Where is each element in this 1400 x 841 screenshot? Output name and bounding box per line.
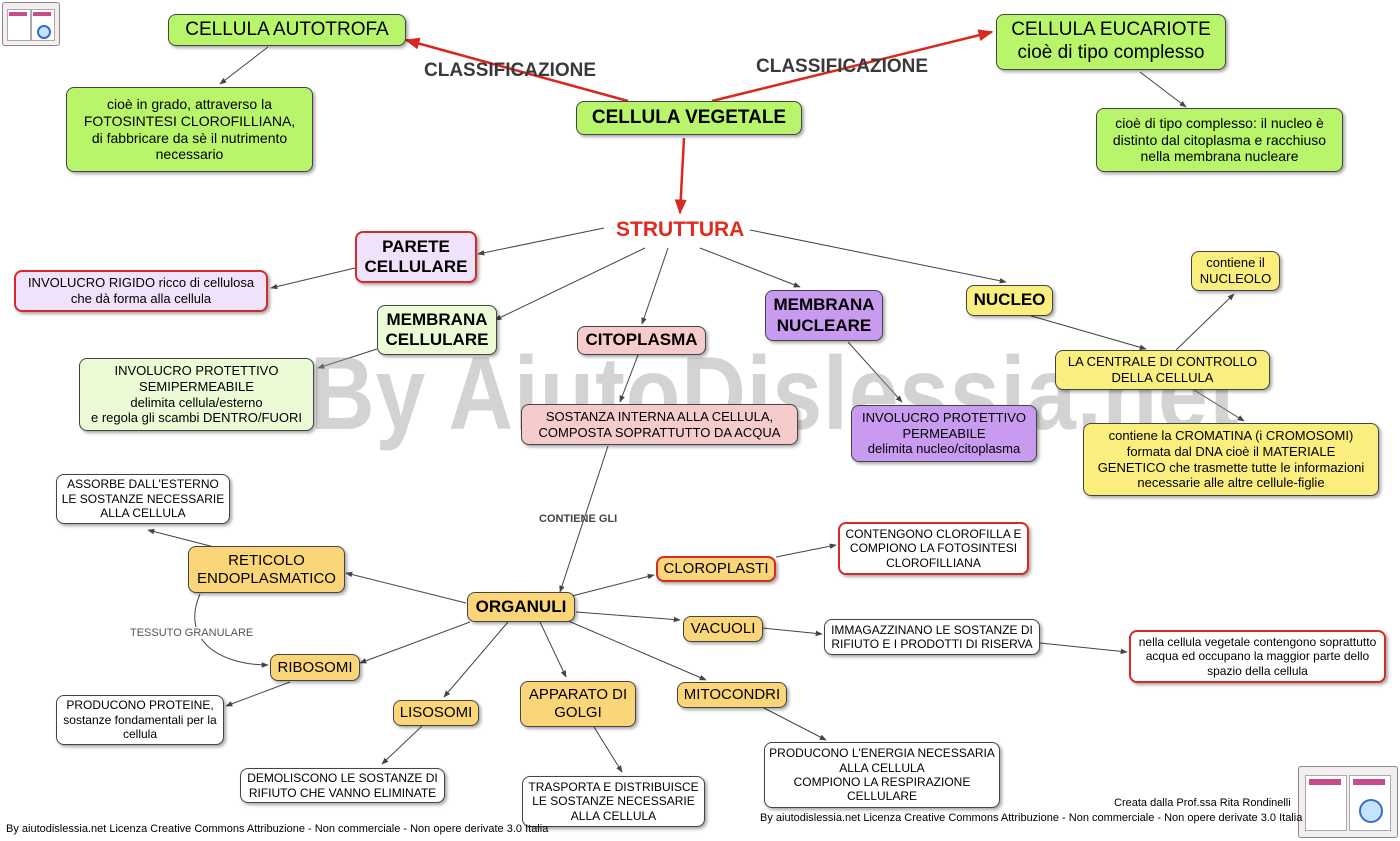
arrow-struttura-to-citoplasma (641, 247, 669, 325)
logo-top-left (2, 2, 60, 46)
node-mitocondri: MITOCONDRI (677, 682, 787, 708)
footer-license-right: By aiutodislessia.net Licenza Creative C… (760, 812, 1303, 824)
arrow-reticolo-to-desc (147, 528, 219, 549)
node-parete-desc: INVOLUCRO RIGIDO ricco di cellulosa che … (14, 270, 268, 312)
logo-bottom-right (1298, 766, 1398, 838)
node-organuli: ORGANULI (467, 592, 575, 622)
node-vacuoli: VACUOLI (683, 616, 763, 642)
label-contiene-gli: CONTIENE GLI (539, 513, 618, 525)
node-autotrofa-desc: cioè in grado, attraverso la FOTOSINTESI… (66, 87, 313, 172)
arrow-vacuoli-to-desc (761, 627, 823, 637)
label-struttura: STRUTTURA (616, 218, 745, 241)
arrow-citoplasma-to-organuli (559, 445, 609, 593)
arrow-struttura-to-parete (477, 227, 605, 256)
label-classificazione-left: CLASSIFICAZIONE (424, 60, 597, 81)
arrow-center-to-struttura (674, 137, 687, 215)
arrow-membrana-to-desc (317, 348, 378, 369)
node-citoplasma: CITOPLASMA (577, 326, 706, 355)
arrow-organuli-to-cloroplasti (571, 573, 655, 597)
node-lisosomi: LISOSOMI (393, 700, 479, 726)
arrow-membrana-nucleare-to-desc (847, 341, 903, 403)
node-reticolo-desc: ASSORBE DALL'ESTERNO LE SOSTANZE NECESSA… (56, 474, 230, 524)
node-eucariote-desc: cioè di tipo complesso: il nucleo è dist… (1096, 108, 1343, 172)
node-cellula-autotrofa: CELLULA AUTOTROFA (168, 14, 406, 46)
arrow-golgi-to-desc (593, 726, 623, 773)
arrow-organuli-to-ribosomi (359, 621, 471, 664)
arrow-lisosomi-to-desc (381, 725, 423, 765)
node-golgi-desc: TRASPORTA E DISTRIBUISCE LE SOSTANZE NEC… (522, 776, 705, 827)
arrow-struttura-to-membrana-nucleare (699, 247, 801, 288)
arrow-organuli-to-vacuoli (575, 611, 681, 623)
node-ribosomi: RIBOSOMI (270, 654, 360, 681)
node-vacuoli-desc: IMMAGAZZINANO LE SOSTANZE DI RIFIUTO E I… (824, 619, 1040, 655)
arrow-eucariote-to-desc (1139, 71, 1187, 108)
arrow-parete-to-desc (270, 267, 356, 290)
node-vacuoli-note: nella cellula vegetale contengono soprat… (1129, 630, 1386, 683)
node-cromatina: contiene la CROMATINA (i CROMOSOMI) form… (1083, 423, 1379, 496)
arrow-mitocondri-to-desc (763, 707, 827, 741)
footer-author: Creata dalla Prof.ssa Rita Rondinelli (1114, 797, 1291, 809)
arc-reticolo-to-ribosomi (194, 593, 269, 668)
arrow-cloroplasti-to-desc (775, 543, 837, 558)
node-membrana-cellulare-desc: INVOLUCRO PROTETTIVO SEMIPERMEABILE deli… (79, 358, 314, 431)
node-lisosomi-desc: DEMOLISCONO LE SOSTANZE DI RIFIUTO CHE V… (240, 768, 445, 803)
node-cloroplasti: CLOROPLASTI (656, 556, 776, 582)
arrow-center-to-autotrofa (404, 37, 629, 103)
node-nucleo: NUCLEO (966, 285, 1053, 316)
arrow-struttura-to-nucleo (749, 229, 1007, 284)
node-cloroplasti-desc: CONTENGONO CLOROFILLA E COMPIONO LA FOTO… (838, 522, 1029, 575)
node-membrana-cellulare: MEMBRANA CELLULARE (377, 305, 497, 355)
node-apparato-golgi: APPARATO DI GOLGI (520, 681, 636, 727)
arrow-centrale-to-cromatina (1193, 389, 1245, 422)
arrow-ribosomi-to-desc (225, 681, 291, 707)
node-membrana-nucleare: MEMBRANA NUCLEARE (765, 290, 883, 341)
arrow-citoplasma-to-desc (619, 354, 639, 403)
arrow-center-to-eucariote (711, 29, 994, 103)
arrow-organuli-to-mitocondri (565, 619, 707, 681)
label-classificazione-right: CLASSIFICAZIONE (756, 56, 929, 77)
node-cellula-vegetale: CELLULA VEGETALE (576, 101, 802, 135)
arrow-centrale-to-nucleolo (1175, 293, 1235, 351)
arrow-vacuoli-desc-to-note (1039, 642, 1128, 655)
arrow-organuli-to-golgi (539, 621, 567, 678)
node-reticolo-endoplasmatico: RETICOLO ENDOPLASMATICO (188, 546, 345, 593)
node-ribosomi-desc: PRODUCONO PROTEINE, sostanze fondamental… (56, 695, 224, 745)
arrow-struttura-to-membrana-cellulare (494, 247, 646, 321)
label-tessuto-granulare: TESSUTO GRANULARE (130, 627, 254, 639)
node-nucleo-centrale: LA CENTRALE DI CONTROLLO DELLA CELLULA (1055, 350, 1270, 390)
arrow-organuli-to-reticolo (345, 571, 467, 604)
node-citoplasma-desc: SOSTANZA INTERNA ALLA CELLULA, COMPOSTA … (521, 404, 798, 445)
node-mitocondri-desc: PRODUCONO L'ENERGIA NECESSARIA ALLA CELL… (764, 742, 1000, 808)
arrow-nucleo-to-centrale (1027, 314, 1147, 350)
node-membrana-nucleare-desc: INVOLUCRO PROTETTIVO PERMEABILE delimita… (851, 405, 1037, 462)
footer-license-left: By aiutodislessia.net Licenza Creative C… (6, 823, 549, 835)
node-parete-cellulare: PARETE CELLULARE (355, 231, 477, 283)
node-nucleolo: contiene il NUCLEOLO (1191, 251, 1280, 291)
node-cellula-eucariote: CELLULA EUCARIOTE cioè di tipo complesso (996, 14, 1226, 70)
arrow-organuli-to-lisosomi (443, 621, 509, 698)
arrow-autotrofa-to-desc (219, 46, 269, 85)
